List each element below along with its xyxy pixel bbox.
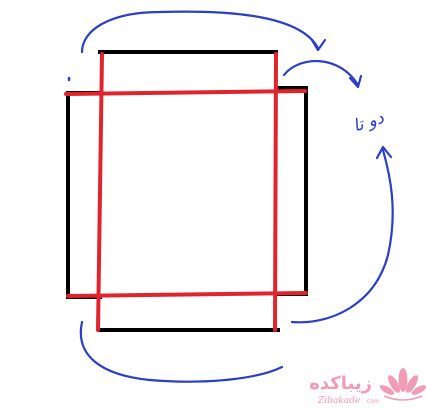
inner-square-outline [64,52,308,332]
top-arrowhead [310,38,327,52]
top-fold-arrow [80,10,320,54]
watermark-domain: .com [365,398,380,405]
bottom-fold-arrow [79,320,284,383]
right-arrowhead [348,74,363,89]
inner-left-edge [96,52,104,332]
fold-arrows [67,10,394,383]
inner-right-edge [273,52,278,332]
inner-bottom-edge [66,291,308,298]
lotus-logo-icon [379,368,426,401]
inner-top-edge [64,89,307,96]
bottom-right-fold-arrow [290,148,394,324]
watermark-brand: زیباکده [309,373,372,394]
watermark: زیباکده Zibakade .com [309,368,426,406]
bottom-right-arrowhead [375,145,393,160]
handwritten-annotation: دو تا [351,108,387,137]
right-fold-arrow [282,59,360,87]
watermark-sub: Zibakade [317,396,360,406]
